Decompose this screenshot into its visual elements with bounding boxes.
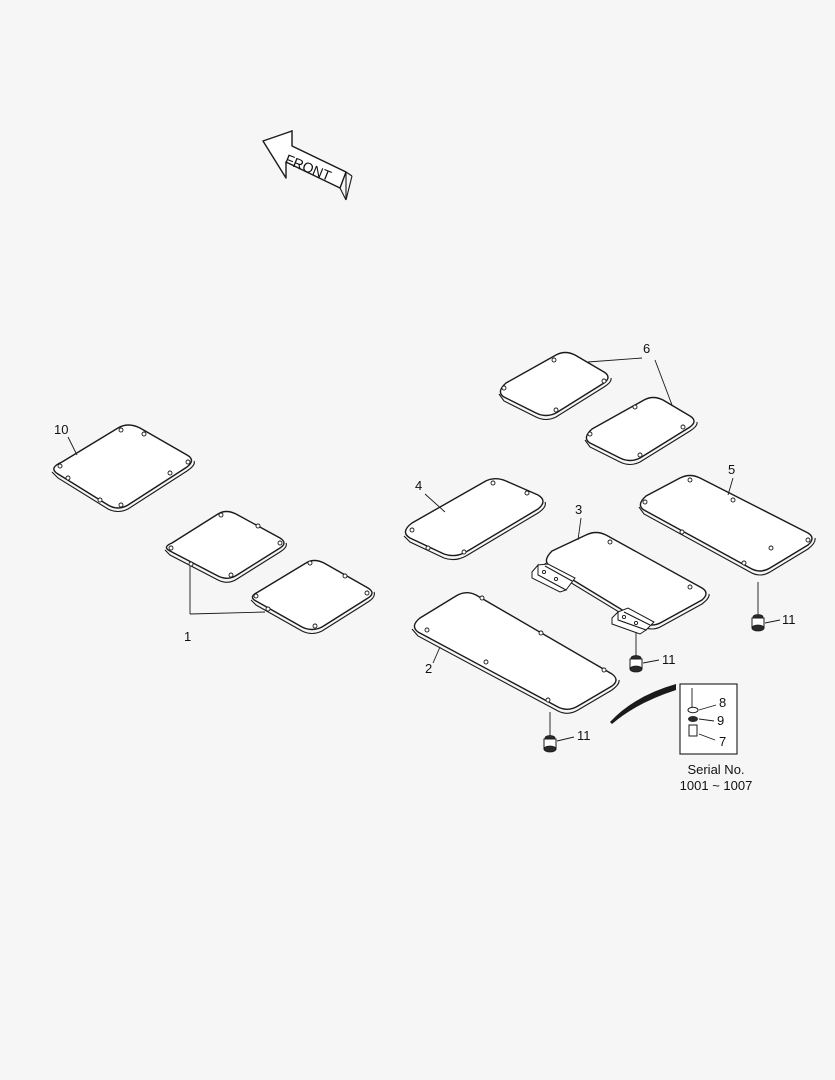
leader-lines — [67, 357, 781, 742]
cover-panel-6a — [498, 351, 612, 421]
serial-detail-box — [610, 683, 738, 755]
callout-7: 7 — [719, 734, 726, 749]
callout-1: 1 — [184, 629, 191, 644]
cover-panel-3 — [531, 531, 710, 635]
callout-10: 10 — [54, 422, 68, 437]
callout-9: 9 — [717, 713, 724, 728]
hinge-lower — [611, 607, 655, 635]
callout-8: 8 — [719, 695, 726, 710]
hinge-upper — [531, 563, 576, 593]
callout-11-middle: 11 — [662, 652, 676, 667]
cover-panel-6b — [584, 396, 698, 466]
callout-4: 4 — [415, 478, 422, 493]
serial-note-line1: Serial No. — [687, 762, 744, 777]
front-arrow: FRONT — [262, 130, 353, 201]
callout-2: 2 — [425, 661, 432, 676]
serial-note-line2: 1001 ~ 1007 — [680, 778, 753, 793]
callout-11-right: 11 — [782, 612, 796, 627]
callout-11-lower: 11 — [577, 728, 591, 743]
cover-panel-1b — [250, 559, 375, 635]
cover-panel-4 — [403, 478, 546, 561]
callout-5: 5 — [728, 462, 735, 477]
callout-6: 6 — [643, 341, 650, 356]
bolt-11-panel-3 — [629, 632, 643, 673]
cover-panel-1a — [164, 510, 287, 583]
callout-3: 3 — [575, 502, 582, 517]
bolt-11-panel-5 — [751, 582, 765, 632]
bolt-11-panel-2 — [543, 712, 557, 753]
cover-panel-10 — [51, 424, 195, 513]
cover-panel-5 — [638, 474, 816, 576]
cover-panel-2 — [411, 592, 620, 714]
